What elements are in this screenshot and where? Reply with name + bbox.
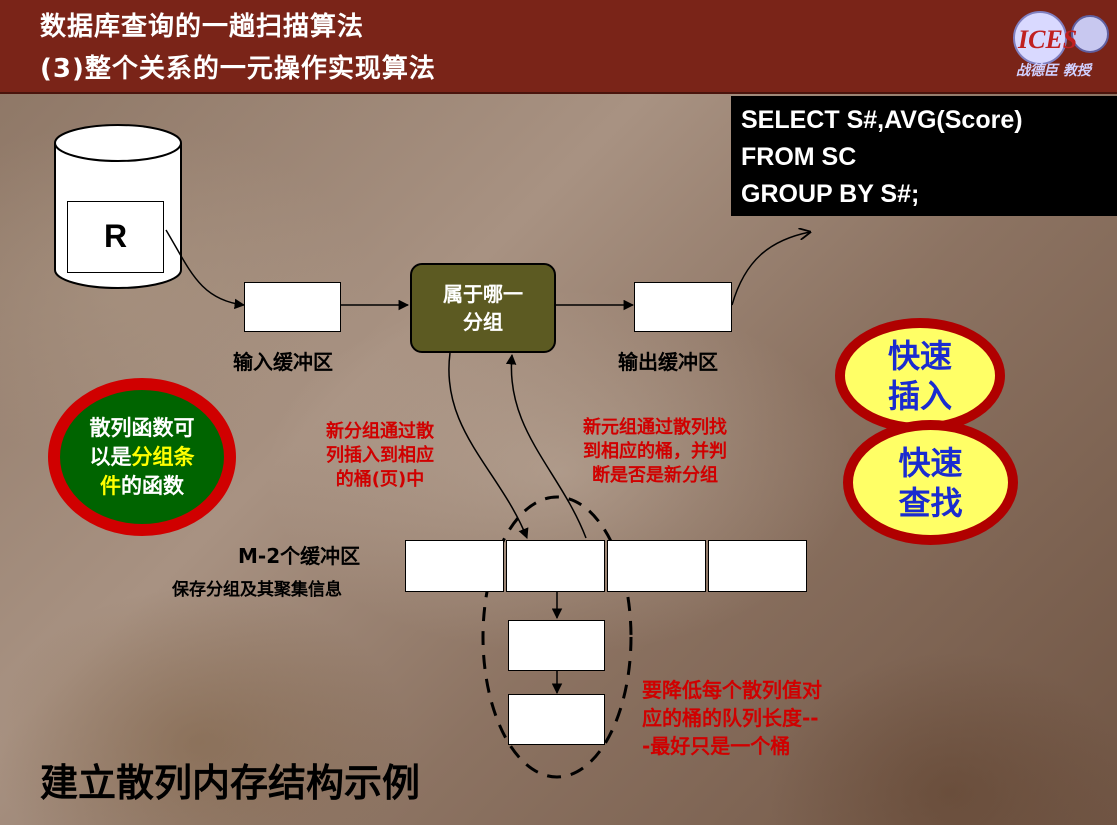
sql-line-1: SELECT S#,AVG(Score): [741, 106, 1023, 134]
sql-line-2: FROM SC: [741, 143, 857, 171]
sql-query-box: SELECT S#,AVG(Score) FROM SC GROUP BY S#…: [731, 96, 1117, 216]
relation-r-box: R: [67, 201, 164, 273]
process-line-1: 属于哪一: [443, 282, 523, 306]
output-buffer: [634, 282, 732, 332]
overflow-bucket: [508, 620, 605, 671]
hash-bucket: [708, 540, 807, 592]
input-buffer-label: 输入缓冲区: [233, 350, 333, 374]
m2-buffers-label: M-2个缓冲区: [238, 544, 361, 568]
logo-caption: 战德臣 教授: [1016, 63, 1091, 79]
flow-arrow-output-to-result: [731, 232, 810, 306]
relation-r-label: R: [103, 218, 128, 254]
m2-buffers-sublabel: 保存分组及其聚集信息: [172, 580, 342, 600]
output-buffer-label: 输出缓冲区: [618, 350, 718, 374]
input-buffer: [244, 282, 341, 332]
flow-arrow-insert-bucket: [448, 352, 529, 539]
flow-arrow-lookup-bucket: [505, 353, 587, 539]
hash-function-note: 散列函数可 以是分组条 件的函数: [48, 378, 236, 536]
sql-line-3: GROUP BY S#;: [741, 180, 920, 208]
title-line-1: 数据库查询的一趟扫描算法: [40, 12, 365, 42]
fast-insert-badge: 快速 插入: [835, 318, 1005, 433]
annotation-new-tuple: 新元组通过散列找 到相应的桶，并判 断是否是新分组: [583, 417, 727, 486]
bucket-chain-highlight: [481, 495, 633, 779]
overflow-bucket: [508, 694, 605, 745]
logo-letters: ICES: [1017, 25, 1077, 54]
hash-bucket: [607, 540, 706, 592]
group-lookup-process: 属于哪一 分组: [410, 263, 556, 353]
hash-bucket: [405, 540, 504, 592]
slide-footer-title: 建立散列内存结构示例: [40, 761, 421, 805]
ices-logo-icon: ICES: [1013, 11, 1109, 65]
flow-arrow-r-to-input: [165, 229, 246, 310]
title-line-2: (3)整个关系的一元操作实现算法: [40, 54, 436, 84]
slide-header: 数据库查询的一趟扫描算法 (3)整个关系的一元操作实现算法 ICES 战德臣 教…: [0, 0, 1117, 94]
fast-search-badge: 快速 查找: [843, 420, 1018, 545]
hash-bucket: [506, 540, 605, 592]
annotation-new-group: 新分组通过散 列插入到相应 的桶(页)中: [326, 421, 434, 490]
annotation-reduce-chain: 要降低每个散列值对 应的桶的队列长度-- -最好只是一个桶: [642, 678, 822, 758]
process-line-2: 分组: [463, 310, 503, 334]
